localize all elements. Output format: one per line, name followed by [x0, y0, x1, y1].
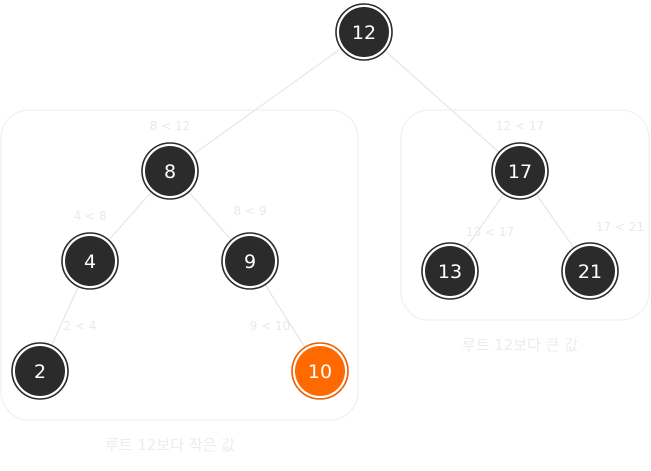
node-fill: [15, 346, 65, 396]
left-subtree-box: [0, 109, 359, 421]
node-fill: [225, 236, 275, 286]
left-subtree-caption: 루트 12보다 작은 값: [105, 436, 235, 454]
right-subtree-caption: 루트 12보다 큰 값: [462, 336, 578, 354]
edge-12-17: [363, 31, 521, 172]
right-subtree-box: [400, 109, 650, 321]
node-fill: [425, 246, 475, 296]
edge-label-12-8: 8 < 12: [150, 119, 191, 133]
node-label: 17: [508, 161, 532, 183]
node-fill: [565, 246, 615, 296]
edge-label-9-10: 9 < 10: [250, 319, 291, 333]
node-label: 10: [308, 361, 332, 383]
node-fill: [65, 236, 115, 286]
node-8: 8: [141, 142, 199, 200]
edge-label-17-21: 17 < 21: [596, 220, 644, 234]
node-fill: [145, 146, 195, 196]
node-label: 2: [34, 361, 46, 383]
node-4: 4: [61, 232, 119, 290]
node-21: 21: [561, 242, 619, 300]
node-label: 4: [84, 251, 96, 273]
node-label: 9: [244, 251, 256, 273]
node-fill: [495, 146, 545, 196]
edge-label-17-13: 13 < 17: [466, 225, 514, 239]
node-12: 12: [335, 3, 393, 61]
node-label: 12: [352, 22, 376, 44]
node-9: 9: [221, 232, 279, 290]
node-fill: [339, 7, 389, 57]
node-10-highlighted: 10: [291, 342, 349, 400]
node-2: 2: [11, 342, 69, 400]
edge-label-8-9: 8 < 9: [234, 204, 267, 218]
edge-label-8-4: 4 < 8: [74, 209, 107, 223]
node-13: 13: [421, 242, 479, 300]
node-label: 21: [578, 261, 602, 283]
node-17: 17: [491, 142, 549, 200]
edge-label-4-2: 2 < 4: [64, 319, 97, 333]
edge-12-8: [169, 31, 365, 172]
node-fill: [295, 346, 345, 396]
edge-label-12-17: 12 < 17: [496, 119, 544, 133]
node-label: 8: [164, 161, 176, 183]
node-label: 13: [438, 261, 462, 283]
